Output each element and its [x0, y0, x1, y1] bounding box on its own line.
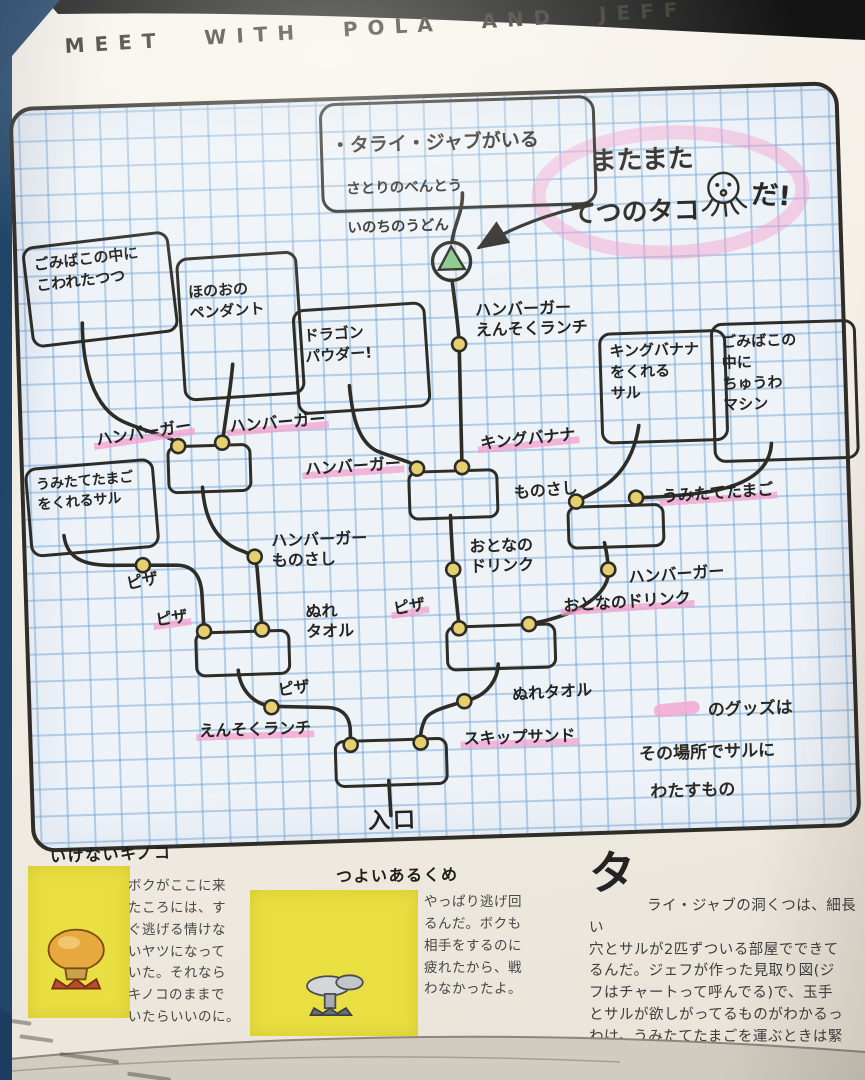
entrance-label: 入口 — [367, 807, 419, 835]
note-box-broken-pipe: ごみばこの中にこわれたつつ — [20, 230, 180, 349]
map-item-label: ぬれ タオル — [305, 601, 355, 642]
legend-line: その場所でサルに — [638, 740, 776, 765]
item-dots — [134, 335, 645, 754]
book-cover-edge — [0, 1008, 12, 1080]
section-title-struttin-mushroom: つよいあるくめ — [335, 864, 459, 887]
sprite-panel — [28, 866, 130, 1018]
legend-line: のグッズは — [707, 697, 794, 721]
map-item-label: スキップサンド — [460, 725, 579, 750]
section-body: ボクがここに来 たころには、す ぐ逃げる情けな いヤツになって いた。それなら … — [128, 878, 240, 1026]
dropcap: タ — [589, 846, 635, 900]
annotation-line2: てつのタコ — [569, 195, 701, 230]
mushroom-sprite — [306, 974, 364, 1017]
cave-entrance-node — [430, 240, 473, 283]
mushroom-sprite — [47, 928, 105, 990]
note-box-talah-rama: ・タライ・ジャブがいる さとりのべんとう いのちのうどん — [318, 94, 598, 237]
cave-entrance-icon — [436, 243, 467, 272]
pink-highlight-ellipse — [531, 125, 810, 260]
section-body: ライ・ジャブの洞くつは、細長い 穴とサルが2匹ずついる部屋でできて るんだ。ジェ… — [589, 898, 857, 1067]
section-title-evil-mushroom: いけないキノコ — [49, 842, 172, 867]
note-box-neutralizer: ごみばこの中にちゅうわマシン — [709, 318, 860, 464]
note-box-fresh-egg-monkey: うみたてたまごをくれるサル — [23, 457, 161, 559]
map-item-label: おとなの ドリンク — [469, 534, 535, 576]
annotation-line1: またまた — [590, 143, 695, 177]
annotation-arrow — [476, 203, 594, 250]
note-box-dragon-powder: ドラゴンパウダー! — [291, 300, 432, 416]
map-panel: ・タライ・ジャブがいる さとりのべんとう いのちのうどん ごみばこの中にこわれた… — [8, 81, 862, 853]
map-connectors — [62, 125, 810, 818]
legend-line: わたすもの — [650, 779, 736, 803]
section-body: やっぱり逃げ回 るんだ。ボクも 相手をするのに 疲れたから、戦 わなかったよ。 — [424, 894, 522, 998]
map-item-label: ハンバーガー ものさし — [270, 528, 368, 571]
sprite-panel — [250, 890, 418, 1036]
map-item-label: ハンバーガー えんそくランチ — [474, 297, 588, 340]
annotation-suffix: だ! — [750, 178, 792, 213]
octopus-icon — [701, 171, 748, 217]
map-item-label: えんそくランチ — [195, 717, 315, 742]
note-box-flame-pendant: ほのおのペンダント — [174, 250, 307, 402]
